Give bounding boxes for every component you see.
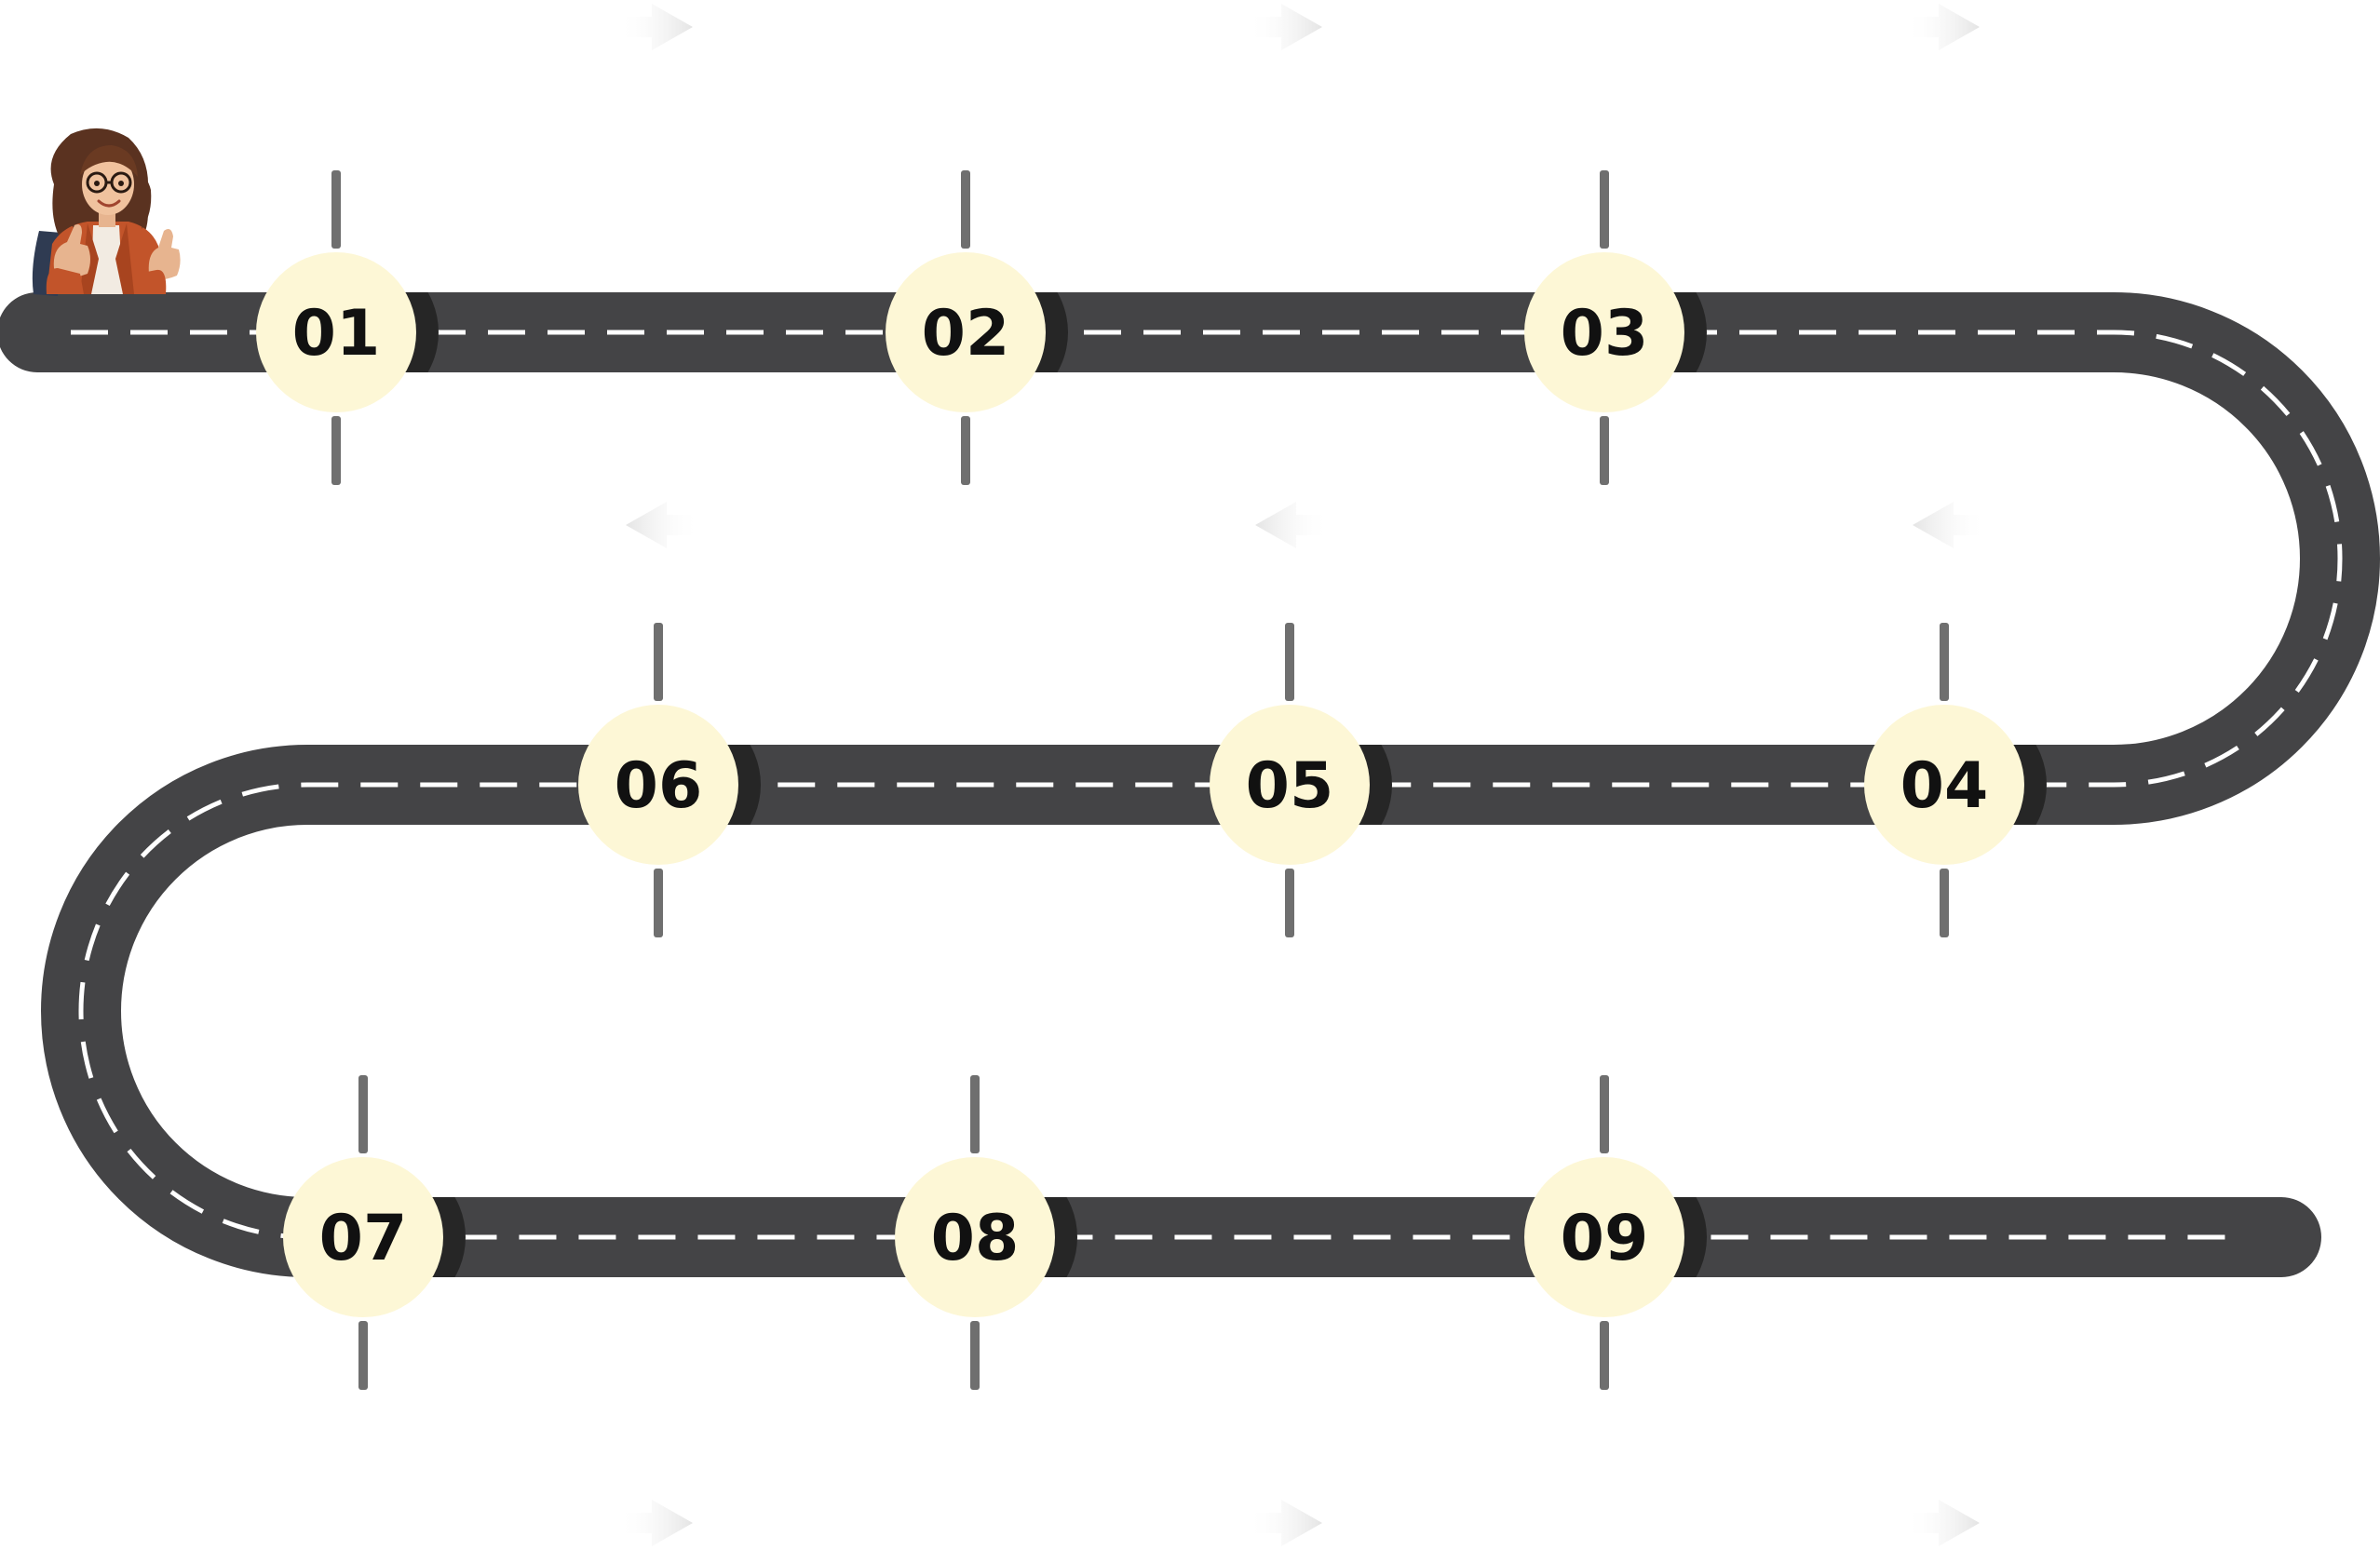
milestone-post [331,170,341,249]
milestone-circle [283,1157,443,1317]
milestone-04: 04 [1864,705,2047,865]
milestone-post [1600,1075,1609,1153]
milestone-label: 03 [1561,297,1649,371]
milestone-01: 01 [256,252,439,412]
milestone-circle [895,1157,1055,1317]
milestone-05: 05 [1210,705,1392,865]
milestone-label: 08 [931,1202,1020,1275]
milestone-post [961,416,970,485]
right-arrow-icon [618,1500,693,1546]
milestone-circle [886,252,1046,412]
milestone-post [358,1321,368,1390]
milestone-post [358,1075,368,1153]
milestone-post [331,416,341,485]
milestone-circle [578,705,738,865]
milestone-circle [256,252,416,412]
milestone-post [1600,1321,1609,1390]
right-arrow-icon [618,4,693,50]
milestone-03: 03 [1524,252,1707,412]
milestone-post [1940,623,1949,701]
milestone-label: 09 [1561,1202,1649,1275]
milestone-post [1940,869,1949,937]
milestone-label: 01 [292,297,381,371]
milestone-label: 04 [1900,749,1989,823]
milestone-post [654,623,663,701]
milestone-label: 02 [922,297,1010,371]
milestone-label: 07 [319,1202,408,1275]
left-arrow-icon [1913,502,1987,548]
milestone-circle [1524,1157,1684,1317]
left-arrow-icon [626,502,700,548]
milestone-09: 09 [1524,1157,1707,1317]
milestone-label: 05 [1246,749,1334,823]
milestone-post [654,869,663,937]
milestone-post [1285,869,1294,937]
milestones: 01 02 03 04 05 06 07 08 09 [256,252,2047,1317]
right-arrow-icon [1248,1500,1322,1546]
milestone-posts [331,170,1949,1390]
milestone-circle [1210,705,1370,865]
right-arrow-icon [1248,4,1322,50]
milestone-post [1285,623,1294,701]
milestone-post [1600,170,1609,249]
right-arrow-icon [1905,4,1980,50]
milestone-circle [1524,252,1684,412]
girl-with-backpack-thumbs-up-icon [32,128,181,296]
right-arrow-icon [1905,1500,1980,1546]
milestone-circle [1864,705,2024,865]
milestone-02: 02 [886,252,1068,412]
milestone-label: 06 [615,749,703,823]
milestone-08: 08 [895,1157,1077,1317]
milestone-post [970,1321,980,1390]
milestone-06: 06 [578,705,761,865]
milestone-07: 07 [283,1157,466,1317]
milestone-post [1600,416,1609,485]
milestone-post [970,1075,980,1153]
direction-arrows [618,4,1987,1546]
left-arrow-icon [1255,502,1330,548]
milestone-post [961,170,970,249]
